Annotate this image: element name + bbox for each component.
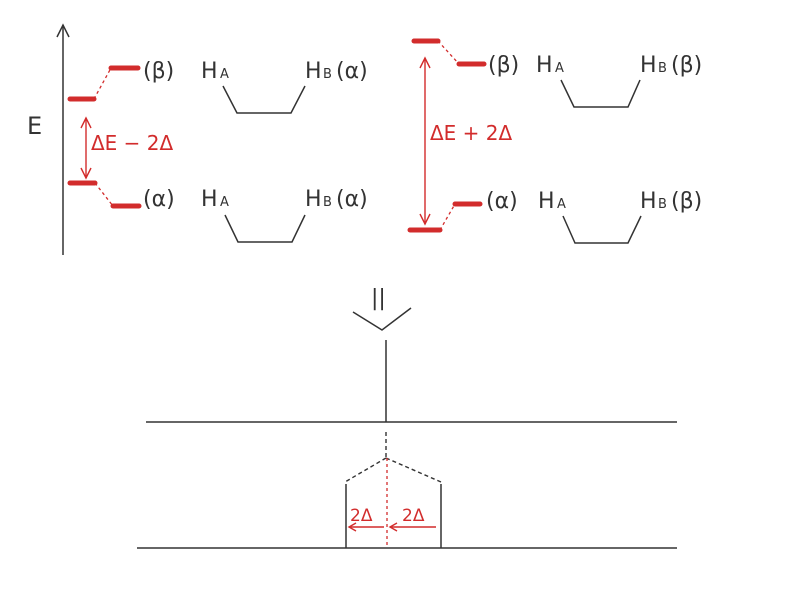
right-lower-hb-spin: (β) <box>671 189 702 214</box>
transition-arrow: || <box>352 286 412 331</box>
left-upper-bond <box>222 85 306 114</box>
right-upper-ha-sub: A <box>555 61 564 76</box>
left-upper-hb-sub: B <box>323 67 332 82</box>
left-lower-hb-label: H <box>305 187 322 212</box>
left-lower-hb-sub: B <box>323 195 332 210</box>
left-gap-arrowhead-up <box>80 116 92 129</box>
left-panel: ΔE − 2Δ (β) H A H B (α) (α) H A H B (α) <box>67 59 368 243</box>
right-lower-spin-label: (α) <box>486 189 518 214</box>
left-upper-ha-label: H <box>201 59 218 84</box>
right-gap-label: ΔE + 2Δ <box>430 121 513 145</box>
spectrum-bottom: 2Δ 2Δ <box>137 432 677 549</box>
arrow-chevron <box>352 307 412 331</box>
right-panel: ΔE + 2Δ (β) H A H B (β) (α) H A H B (β) <box>407 38 702 244</box>
left-lower-bond <box>224 214 306 243</box>
right-lower-bond <box>562 215 642 244</box>
right-gap-arrowhead-up <box>419 56 431 69</box>
left-upper-connector <box>93 67 112 100</box>
right-upper-spin-label: (β) <box>488 53 519 78</box>
left-upper-hb-label: H <box>305 59 322 84</box>
right-roof-dashed <box>385 457 442 483</box>
left-upper-ha-sub: A <box>220 67 229 82</box>
right-gap-arrowhead-down <box>419 213 431 226</box>
right-lower-hb-label: H <box>640 189 657 214</box>
left-split-arrowhead <box>347 522 357 532</box>
energy-axis-arrowhead <box>56 23 70 38</box>
left-lower-connector <box>94 182 114 207</box>
left-upper-hb-spin: (α) <box>336 59 368 84</box>
left-gap-arrowhead-down <box>80 167 92 180</box>
right-upper-hb-label: H <box>640 53 657 78</box>
left-lower-ha-label: H <box>201 187 218 212</box>
right-lower-connector <box>439 203 456 231</box>
spectrum-top <box>146 340 677 423</box>
right-upper-hb-spin: (β) <box>671 53 702 78</box>
left-roof-dashed <box>344 457 387 483</box>
left-lower-ha-sub: A <box>220 195 229 210</box>
left-upper-spin-label: (β) <box>143 59 174 84</box>
right-upper-connector <box>437 40 460 65</box>
right-upper-hb-sub: B <box>658 61 667 76</box>
right-split-arrowhead <box>388 522 398 532</box>
energy-axis: E <box>27 23 70 255</box>
right-lower-hb-sub: B <box>658 197 667 212</box>
left-lower-spin-label: (α) <box>143 187 175 212</box>
right-lower-ha-label: H <box>538 189 555 214</box>
left-gap-label: ΔE − 2Δ <box>91 131 174 155</box>
arrow-stem-marks: || <box>371 286 386 311</box>
right-lower-ha-sub: A <box>557 197 566 212</box>
left-lower-hb-spin: (α) <box>336 187 368 212</box>
right-upper-ha-label: H <box>536 53 553 78</box>
right-upper-bond <box>560 79 641 108</box>
energy-axis-label: E <box>27 112 42 140</box>
right-split-label: 2Δ <box>402 506 425 526</box>
left-split-label: 2Δ <box>350 506 373 526</box>
